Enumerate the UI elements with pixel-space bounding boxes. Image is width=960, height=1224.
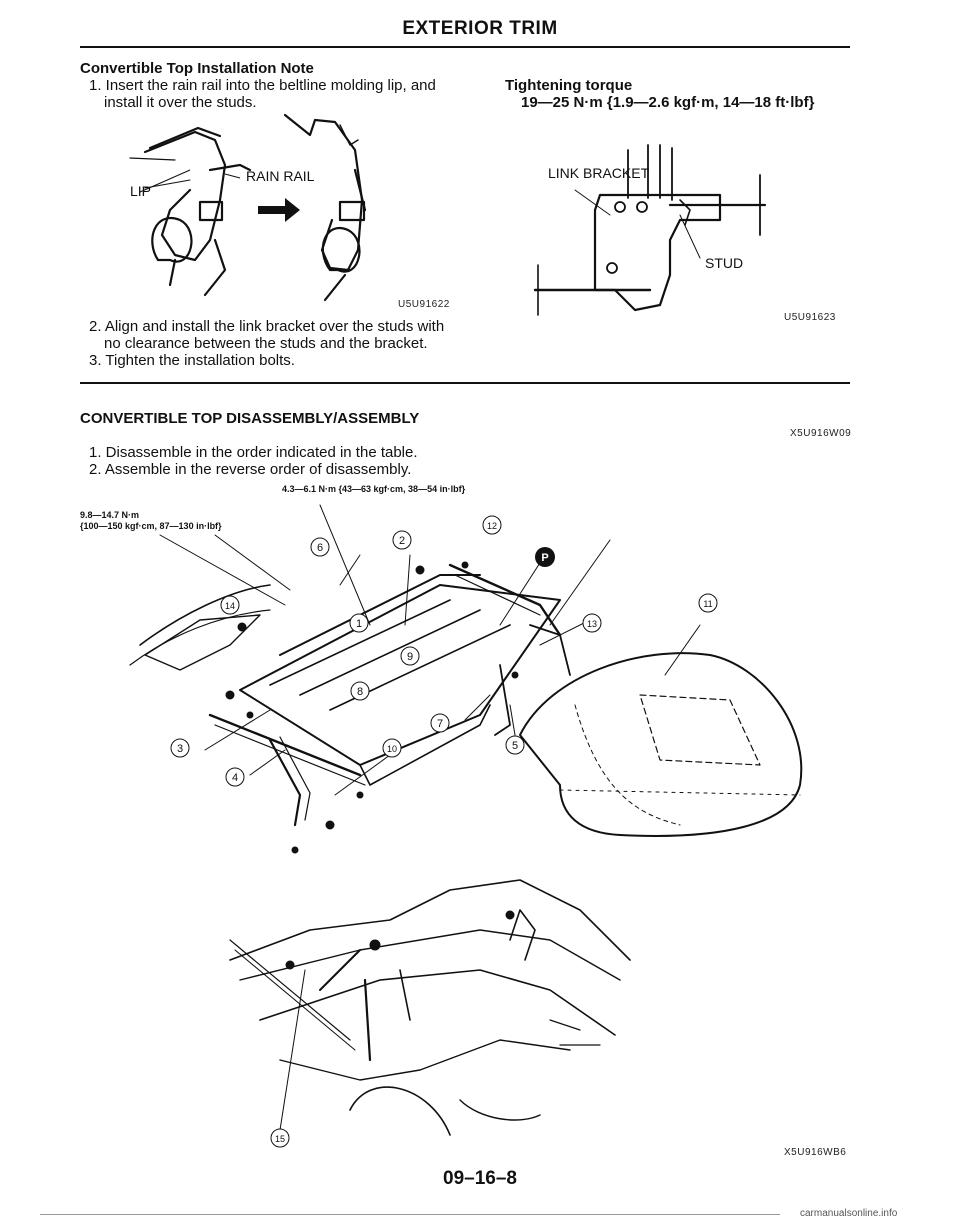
callout-11-circle xyxy=(698,593,718,613)
label-stud: STUD xyxy=(705,255,744,271)
label-rain-rail: RAIN RAIL xyxy=(246,168,315,184)
figure-code-exploded: X5U916WB6 xyxy=(784,1147,847,1158)
figure-code-rain-rail: U5U91622 xyxy=(398,299,450,310)
callout-9-circle xyxy=(400,646,420,666)
install-note-heading: Convertible Top Installation Note xyxy=(80,60,314,77)
callout-1: 1 xyxy=(356,618,362,630)
header-rule xyxy=(80,46,850,48)
callout-2-circle xyxy=(392,530,412,550)
torque-left-line-2: {100—150 kgf·cm, 87—130 in·lbf} xyxy=(80,521,222,531)
torque-value: 19—25 N·m {1.9—2.6 kgf·m, 14—18 ft·lbf} xyxy=(521,94,815,111)
exploded-view-figure xyxy=(129,504,803,854)
callout-12: 12 xyxy=(487,521,497,531)
callout-14: 14 xyxy=(225,601,235,611)
torque-left-line-1: 9.8—14.7 N·m xyxy=(80,510,140,520)
callout-8: 8 xyxy=(357,686,363,698)
section-code: X5U916W09 xyxy=(790,428,852,439)
label-link-bracket: LINK BRACKET xyxy=(548,165,650,181)
callout-15: 15 xyxy=(275,1134,285,1144)
callout-3: 3 xyxy=(177,743,183,755)
callout-7: 7 xyxy=(437,718,443,730)
symbol-p: P xyxy=(541,552,548,564)
callout-1-circle xyxy=(349,613,369,633)
callout-5: 5 xyxy=(512,740,518,752)
callout-layer: 1 2 3 4 5 6 7 8 9 10 11 12 13 14 P xyxy=(170,515,718,787)
figure-code-link-bracket: U5U91623 xyxy=(784,312,836,323)
install-step-2-line-1: 2. Align and install the link bracket ov… xyxy=(89,318,445,335)
label-lip: LIP xyxy=(130,183,152,199)
direction-arrow-icon xyxy=(258,198,300,222)
page-number: 09–16–8 xyxy=(443,1168,517,1189)
footer-rule xyxy=(40,1214,780,1215)
callout-3-circle xyxy=(170,738,190,758)
link-bracket-figure xyxy=(533,144,767,316)
install-step-1-line-2: install it over the studs. xyxy=(104,94,257,111)
callout-6: 6 xyxy=(317,542,323,554)
callout-10: 10 xyxy=(387,744,397,754)
callout-4-circle xyxy=(225,767,245,787)
rear-body-figure: 15 xyxy=(229,879,631,1148)
section-rule xyxy=(80,382,850,384)
callout-9: 9 xyxy=(407,651,413,663)
callout-11: 11 xyxy=(703,599,712,609)
install-step-2-line-2: no clearance between the studs and the b… xyxy=(104,335,428,352)
section-step-2: 2. Assemble in the reverse order of disa… xyxy=(89,461,412,478)
page-header: EXTERIOR TRIM xyxy=(402,18,558,39)
callout-7-circle xyxy=(430,713,450,733)
callout-6-circle xyxy=(310,537,330,557)
rain-rail-figure xyxy=(129,113,367,302)
watermark: carmanualsonline.info xyxy=(800,1208,898,1219)
callout-5-circle xyxy=(505,735,525,755)
torque-top: 4.3—6.1 N·m {43—63 kgf·cm, 38—54 in·lbf} xyxy=(282,484,466,494)
callout-14-circle xyxy=(220,595,240,615)
callout-4: 4 xyxy=(232,772,238,784)
callout-8-circle xyxy=(350,681,370,701)
callout-13: 13 xyxy=(587,619,597,629)
install-step-3: 3. Tighten the installation bolts. xyxy=(89,352,295,369)
torque-heading: Tightening torque xyxy=(505,77,633,94)
callout-12-circle xyxy=(482,515,502,535)
section-step-1: 1. Disassemble in the order indicated in… xyxy=(89,444,418,461)
callout-13-circle xyxy=(582,613,602,633)
section-title: CONVERTIBLE TOP DISASSEMBLY/ASSEMBLY xyxy=(80,410,420,427)
install-step-1-line-1: 1. Insert the rain rail into the beltlin… xyxy=(89,77,436,94)
callout-2: 2 xyxy=(399,535,405,547)
callout-10-circle xyxy=(382,738,402,758)
